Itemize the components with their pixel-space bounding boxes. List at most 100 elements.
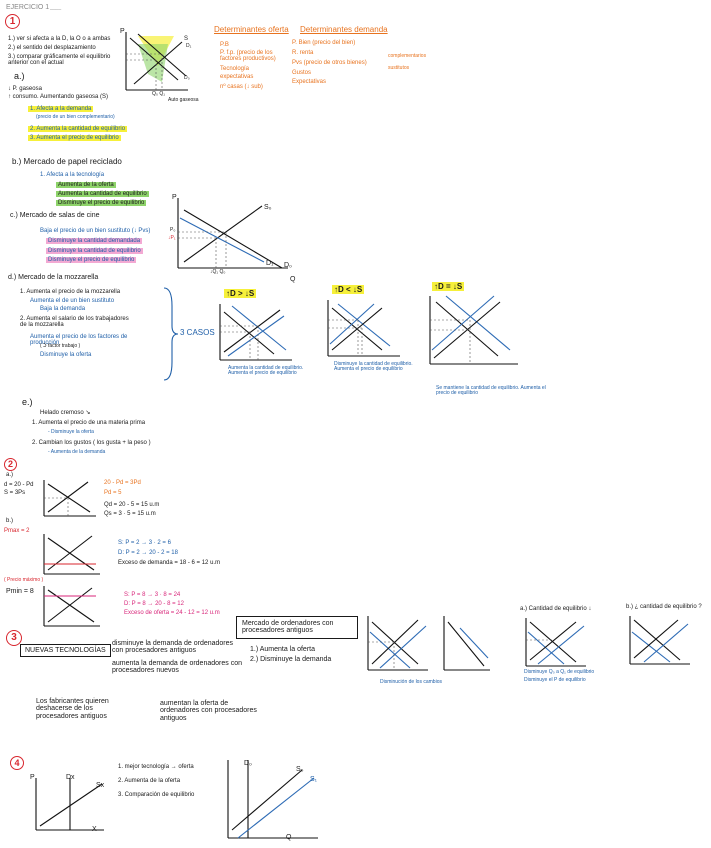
exercise-3-badge: 3	[6, 630, 22, 646]
ex2-calc-4: Qs = 3 · 5 = 15 u.m	[104, 511, 156, 517]
factory-text: Los fabricantes quieren deshacerse de lo…	[36, 698, 109, 720]
e-note-2: 1. Aumenta el precio de una materia prim…	[32, 420, 146, 426]
d-result-5: Aumenta el precio de los factores de pro…	[30, 334, 128, 347]
c-label: c.) Mercado de salas de cine	[10, 212, 100, 219]
chart-1c-d1: D₁	[266, 260, 274, 267]
a-note-2: ↑ consumo. Aumentando gaseosa (S)	[8, 94, 109, 100]
ex2-b-label: b.)	[6, 518, 14, 524]
chart-1c-p0: P₀	[170, 227, 176, 233]
ex4-chart-2	[227, 760, 318, 839]
chart-1a-q: Q₀ Q₁	[152, 91, 165, 97]
demand-note-1: complementarios	[388, 53, 427, 59]
ex3-note-bottom: Disminución de los cambios	[380, 679, 442, 685]
task-3: 3.) comparar gráficamente el equilibrio …	[8, 54, 111, 67]
chart-1c-d0: D₀	[284, 262, 292, 269]
chart-1c-s0: S₀	[264, 204, 272, 211]
demand-factor-1: P. Bien (precio del bien)	[292, 40, 356, 46]
d-result-6: ( Ↄ factor trabajo )	[40, 343, 81, 349]
chart-1a-s: S	[184, 36, 189, 42]
b-result-3: Aumenta la cantidad de equilibrio	[56, 191, 149, 197]
ex2-chart-a	[43, 480, 96, 517]
a-result-2: (precio de un bien complementario)	[36, 114, 115, 120]
ex3-b-label: b.) ¿ cantidad de equilibrio ?	[626, 604, 702, 610]
ex2-calc-3: Qd = 20 - 5 = 15 u.m	[104, 502, 160, 508]
b-result-1: 1. Afecta a la tecnología	[40, 172, 105, 178]
demand-factor-4: Gustos	[292, 70, 312, 76]
a-result-1: 1. Afecta a la demanda	[28, 106, 94, 112]
ex3-arrow-2: aumenta la demanda de ordenadores con pr…	[112, 660, 242, 675]
ex2-a-label: a.)	[6, 472, 14, 478]
chart-1a-d0: D₀	[184, 75, 190, 81]
ex4-dx: Dx	[66, 774, 75, 781]
chart-1a-p: P	[120, 28, 125, 35]
demand-factor-3: Pvs (precio de otros bienes)	[292, 60, 367, 66]
ex2-chart-c	[43, 586, 100, 627]
offer-factor-1: P.B	[220, 42, 229, 48]
exercise-2-badge: 2	[4, 458, 17, 471]
b-result-2: Aumenta de la oferta	[56, 182, 116, 188]
header-date: ____	[50, 5, 62, 11]
d-result-7: Disminuye la oferta	[40, 352, 92, 358]
ex4-d0: D₀	[244, 760, 252, 767]
case-3-title: ↑D = ↓S	[432, 282, 465, 291]
e-note-3: - Disminuye la oferta	[48, 429, 94, 435]
offer-factor-2: P. f.p. (precio de los factores producti…	[220, 50, 276, 63]
ex3-a-note-1: Disminuye Q₀ a Q₁ de equilibrio	[524, 669, 595, 675]
a-note-1: ↓ P. gaseosa	[8, 86, 42, 92]
ex2-b-calc-2: D: P = 2 → 20 - 2 = 18	[118, 550, 178, 556]
demand-note-2: sustitutos	[388, 65, 410, 71]
market-box: Mercado de ordenadores con procesadores …	[236, 616, 358, 639]
exercise-1-badge: 1	[5, 14, 20, 29]
ex3-chart-2	[443, 616, 490, 671]
d-result-2: Aumenta el de un bien sustituto	[30, 298, 115, 304]
c-result-3: Disminuye la cantidad de equilibrio	[46, 248, 143, 254]
ex4-step-3: 3. Comparación de equilibrio	[118, 792, 195, 798]
new-tech-box: NUEVAS TECNOLOGÍAS	[20, 644, 111, 658]
a-result-4: 3. Aumenta el precio de equilibrio	[28, 135, 121, 141]
ex2-chart-b	[43, 534, 100, 575]
task-2: 2.) el sentido del desplazamiento	[8, 45, 96, 51]
case-1-chart	[219, 304, 292, 361]
offer-factors-title: Determinantes oferta	[214, 25, 289, 34]
d-result-4: 2. Aumenta el salario de los trabajadore…	[20, 316, 129, 329]
ex2-c-label: ( Precio máximo )	[4, 577, 44, 583]
ex2-pmax: Pmax = 2	[4, 528, 30, 534]
e-note-4: 2. Cambian los gustos ( los gusta + la p…	[32, 440, 151, 446]
ex2-calc-2: Pd = 5	[104, 490, 122, 496]
exercise-4-badge: 4	[10, 756, 24, 770]
c-result-4: Disminuye el precio de equilibrio	[46, 257, 137, 263]
demand-factor-2: R. renta	[292, 50, 314, 56]
case-2-title: ↑D < ↓S	[332, 285, 365, 294]
ex4-step-2: 2. Aumenta de la oferta	[118, 778, 181, 784]
ex4-p: P	[30, 774, 35, 781]
ex3-step-1: 1.) Aumenta la oferta	[250, 646, 315, 653]
a-result-3: 2. Aumenta la cantidad de equilibrio	[28, 126, 128, 132]
e-note-1: Helado cremoso ↘	[40, 410, 91, 416]
ex2-c-calc-3: Exceso de oferta = 24 - 12 = 12 u.m	[124, 610, 220, 616]
ex2-c-calc-2: D: P = 8 → 20 - 8 = 12	[124, 601, 184, 607]
cases-label: 3 CASOS	[180, 328, 215, 337]
ex3-arrow-1: disminuye la demanda de ordenadores con …	[112, 640, 234, 655]
chart-1c-qs: ↓Q₁ Q₀	[210, 269, 226, 275]
ex4-s0: S₀	[296, 766, 304, 773]
a-label: a.)	[14, 71, 25, 81]
offer-factor-3: Tecnología	[220, 66, 250, 72]
task-1: 1.) ver si afecta a la D, la O o a ambas	[8, 36, 111, 42]
d-result-3: Baja la demanda	[40, 306, 86, 312]
ex2-b-calc-3: Exceso de demanda = 18 - 6 = 12 u.m	[118, 560, 221, 566]
ex4-chart-1	[35, 778, 104, 831]
ex4-sx: Sx	[96, 782, 105, 789]
ex2-c-calc-1: S: P = 8 → 3 · 8 = 24	[124, 592, 181, 598]
factory-arrow: aumentan la oferta de ordenadores con pr…	[160, 700, 257, 722]
case-3-note: Se mantiene la cantidad de equilibrio. A…	[436, 385, 546, 397]
ex2-pmin: Pmin = 8	[6, 588, 34, 595]
chart-1a-note: Auto gaseosa	[168, 97, 199, 103]
case-2-note: Disminuye la cantidad de equilibrio. Aum…	[334, 361, 413, 373]
c-result-1: Baja el precio de un bien sustituto (↓ P…	[40, 228, 151, 234]
case-3-chart	[429, 295, 518, 365]
e-note-5: - Aumenta de la demanda	[48, 449, 106, 455]
e-label: e.)	[22, 397, 33, 407]
ex2-eq-1: d = 20 - Pd	[4, 482, 34, 488]
chart-1a-d1: D₁	[186, 43, 192, 49]
ex3-a-note-2: Disminuye el P de equilibrio	[524, 677, 586, 683]
